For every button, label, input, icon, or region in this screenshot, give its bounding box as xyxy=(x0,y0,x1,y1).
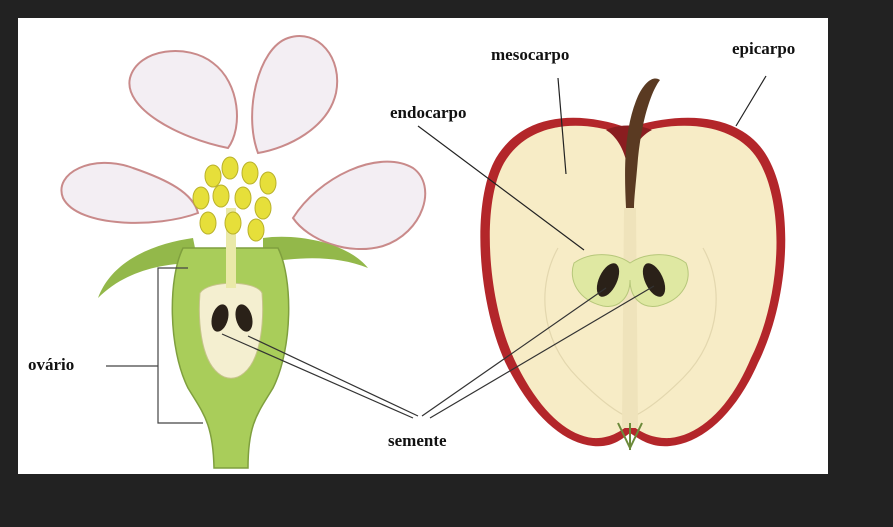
label-endocarpo: endocarpo xyxy=(390,103,467,122)
petal-top-left xyxy=(129,51,237,148)
stamens xyxy=(193,157,276,241)
label-mesocarpo: mesocarpo xyxy=(491,45,569,64)
apple-illustration xyxy=(418,76,785,450)
epicarpo-leader xyxy=(736,76,766,126)
petal-right xyxy=(293,162,425,249)
flower-apple-diagram: mesocarpo epicarpo endocarpo ovário seme… xyxy=(18,18,828,474)
flower-illustration xyxy=(61,36,425,468)
label-ovario: ovário xyxy=(28,355,74,374)
label-semente: semente xyxy=(388,431,447,450)
apple-center-axis xyxy=(622,208,638,428)
label-epicarpo: epicarpo xyxy=(732,39,795,58)
petal-left xyxy=(61,163,198,223)
diagram-panel: mesocarpo epicarpo endocarpo ovário seme… xyxy=(18,18,828,474)
petal-top-right xyxy=(252,36,337,153)
